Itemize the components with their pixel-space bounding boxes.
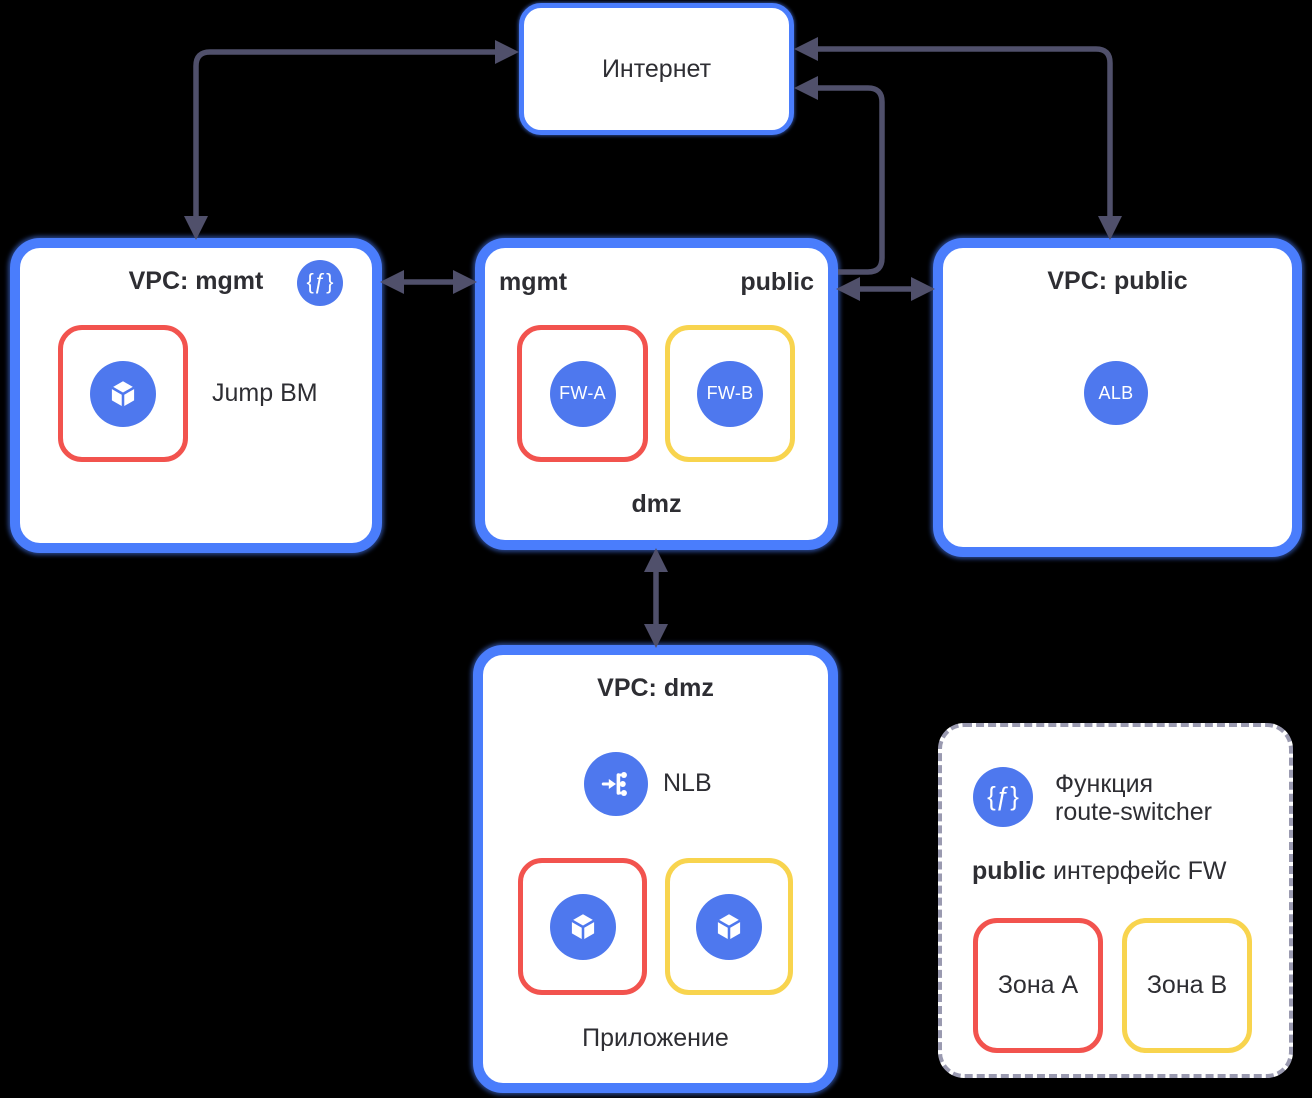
arrowhead-right bbox=[453, 270, 477, 294]
connector-internet-public bbox=[794, 37, 1122, 240]
cube-icon bbox=[111, 380, 135, 407]
load-balancer-icon bbox=[601, 772, 627, 796]
arrowhead-down bbox=[184, 216, 208, 240]
arrowhead-left bbox=[836, 277, 860, 301]
arrowhead-down bbox=[1098, 216, 1122, 240]
nlb-label: NLB bbox=[663, 769, 712, 797]
fw-box-label-public: public bbox=[740, 268, 814, 296]
app-vm-b-card bbox=[665, 858, 793, 995]
legend-box: {ƒ} Функция route-switcher public интерф… bbox=[938, 723, 1293, 1078]
app-vm-a-card bbox=[518, 858, 647, 995]
vm-circle bbox=[549, 893, 616, 960]
function-braces-icon: {ƒ} bbox=[973, 767, 1033, 827]
zone-a-card: Зона A bbox=[973, 918, 1103, 1053]
connector-internet-mgmt bbox=[184, 40, 519, 240]
cube-icon bbox=[717, 913, 741, 940]
vpc-public-box: VPC: public ALB bbox=[933, 238, 1302, 557]
vm-circle bbox=[90, 360, 156, 427]
legend-function-text: Функция route-switcher bbox=[1055, 770, 1212, 826]
fw-a-card: FW-A bbox=[517, 325, 648, 462]
vpc-public-title: VPC: public bbox=[1047, 267, 1188, 295]
fw-a-circle: FW-A bbox=[549, 360, 616, 427]
app-label: Приложение bbox=[582, 1024, 729, 1052]
internet-node: Интернет bbox=[519, 3, 794, 135]
vpc-mgmt-title: VPC: mgmt bbox=[128, 267, 264, 295]
fw-b-label: FW-B bbox=[706, 383, 754, 403]
fw-a-label: FW-A bbox=[559, 383, 606, 403]
arrowhead-right bbox=[495, 40, 519, 64]
arrowhead-left bbox=[794, 37, 818, 61]
function-glyph: {ƒ} bbox=[987, 780, 1019, 811]
function-braces-icon: {ƒ} bbox=[297, 260, 343, 306]
fw-b-circle: FW-B bbox=[697, 360, 763, 427]
jump-bm-card bbox=[58, 325, 188, 462]
arrowhead-left bbox=[794, 76, 818, 100]
fw-b-card: FW-B bbox=[665, 325, 795, 462]
vpc-dmz-title: VPC: dmz bbox=[597, 674, 714, 702]
legend-function-line1: Функция bbox=[1055, 770, 1154, 798]
arrowhead-up bbox=[644, 548, 668, 572]
legend-function-line2: route-switcher bbox=[1055, 798, 1212, 826]
alb-label: ALB bbox=[1098, 382, 1134, 403]
zone-b-card: Зона B bbox=[1122, 918, 1252, 1053]
internet-label: Интернет bbox=[601, 54, 712, 83]
legend-public-label: public bbox=[972, 857, 1046, 885]
arrowhead-left bbox=[380, 270, 404, 294]
vpc-mgmt-box: VPC: mgmt {ƒ} Jump BM bbox=[10, 238, 382, 553]
arrowhead-right bbox=[911, 277, 935, 301]
zone-a-label: Зона A bbox=[997, 971, 1079, 999]
vm-circle bbox=[696, 893, 762, 960]
function-glyph: {ƒ} bbox=[306, 269, 334, 294]
fw-box-label-dmz: dmz bbox=[631, 490, 682, 518]
vpc-dmz-box: VPC: dmz NLB bbox=[473, 645, 838, 1093]
zone-b-label: Зона B bbox=[1146, 971, 1228, 999]
alb-circle: ALB bbox=[1084, 361, 1148, 425]
nlb-circle bbox=[584, 752, 648, 816]
firewall-box: mgmt public FW-A FW-B dmz bbox=[475, 238, 838, 550]
connector-fw-public bbox=[836, 277, 935, 301]
fw-box-label-mgmt: mgmt bbox=[499, 268, 568, 296]
jump-bm-label: Jump BM bbox=[212, 379, 318, 407]
connector-fw-dmz bbox=[644, 548, 668, 648]
legend-interface-label: интерфейс FW bbox=[1053, 857, 1227, 885]
cube-icon bbox=[570, 913, 595, 940]
connector-mgmt-fw bbox=[380, 270, 477, 294]
